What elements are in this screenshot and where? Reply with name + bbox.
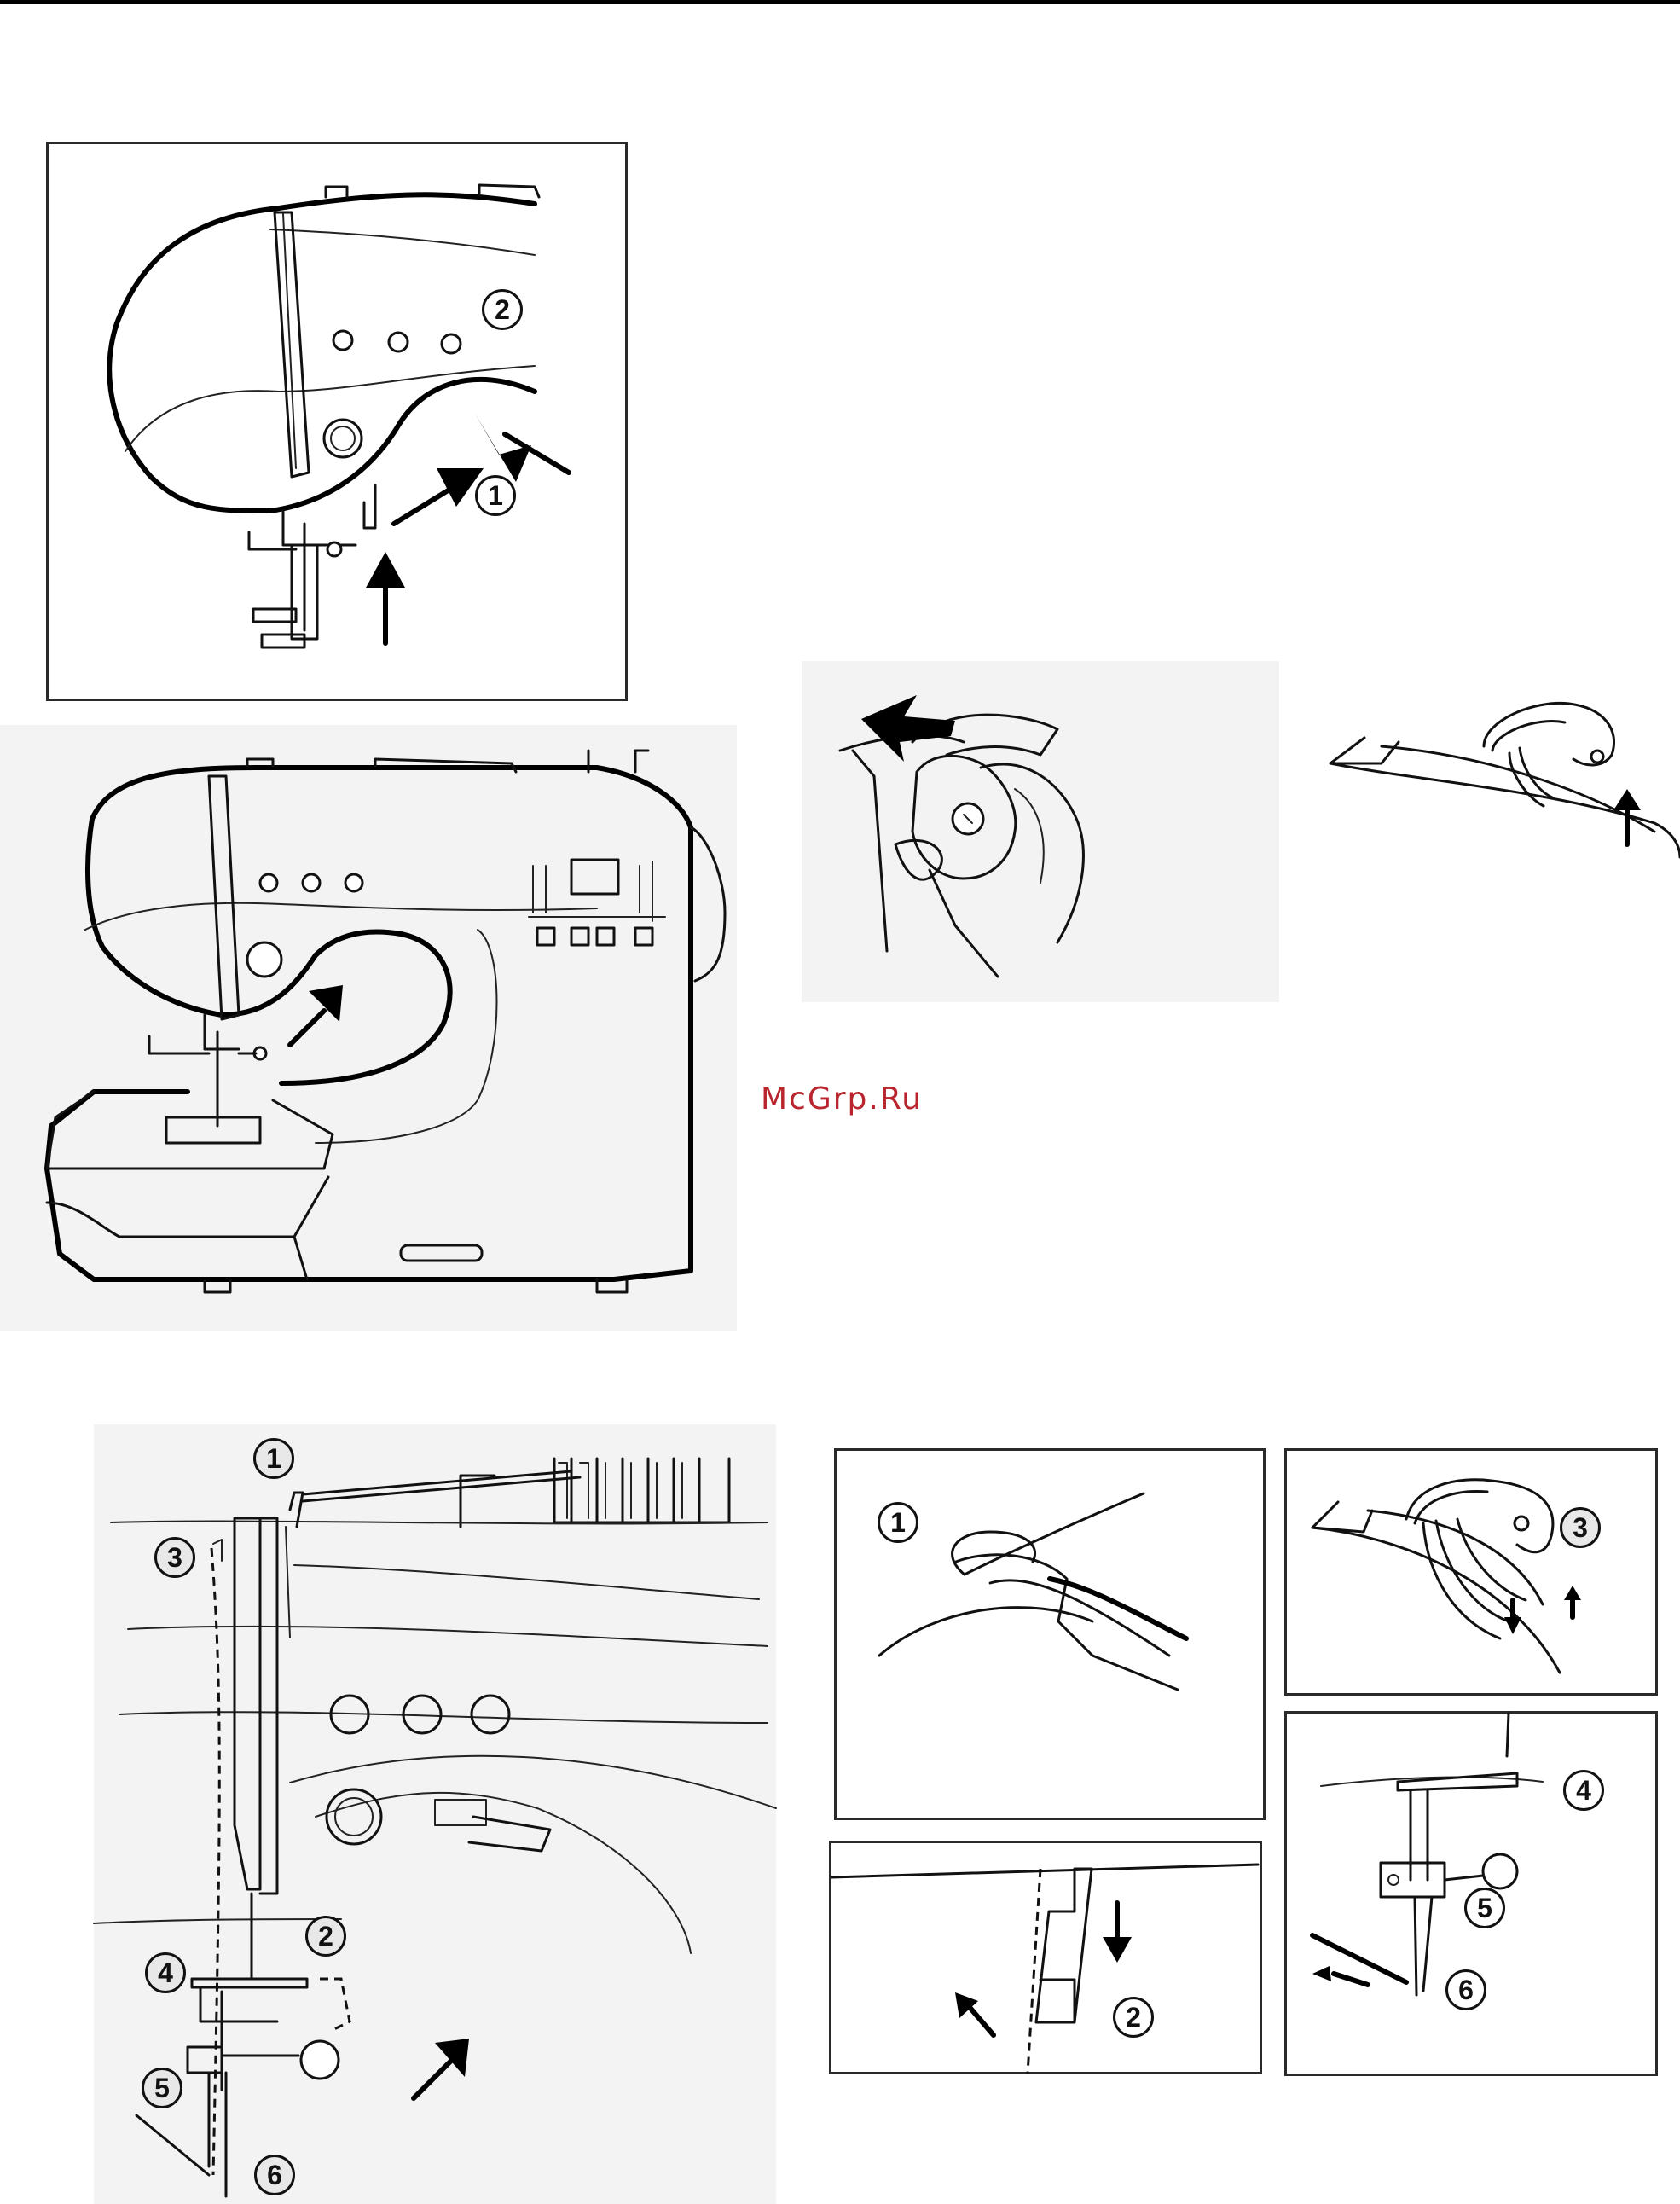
panel-step-1: 1 bbox=[834, 1448, 1266, 1820]
callout-number: 4 bbox=[145, 1952, 186, 1993]
watermark-text: McGrp.Ru bbox=[761, 1082, 923, 1116]
page-top-rule bbox=[0, 0, 1680, 4]
callout-number: 6 bbox=[1445, 1969, 1486, 2010]
callout-number: 5 bbox=[1464, 1888, 1505, 1928]
step-3-drawing bbox=[1287, 1451, 1660, 1698]
callout-number: 2 bbox=[1113, 1997, 1154, 2038]
callout-number: 1 bbox=[475, 475, 516, 516]
callout-number: 3 bbox=[154, 1537, 195, 1578]
callout-number: 2 bbox=[305, 1916, 346, 1957]
callout-number: 1 bbox=[253, 1438, 294, 1479]
callout-number: 4 bbox=[1563, 1770, 1604, 1811]
figure-full-sewing-machine bbox=[0, 725, 737, 1331]
figure-threading-path: 1 2 3 4 5 6 bbox=[94, 1424, 776, 2204]
step-2-drawing bbox=[831, 1843, 1265, 2077]
threading-path-drawing bbox=[94, 1424, 776, 2204]
callout-number: 1 bbox=[878, 1502, 918, 1543]
callout-number: 2 bbox=[482, 289, 523, 330]
sewing-machine-drawing bbox=[0, 725, 737, 1331]
panel-step-3: 3 bbox=[1284, 1448, 1658, 1696]
panel-step-4-5-6: 4 5 6 bbox=[1284, 1711, 1658, 2076]
callout-number: 3 bbox=[1560, 1507, 1601, 1548]
figure-presser-foot-lever: 1 2 bbox=[46, 142, 628, 701]
callout-number: 6 bbox=[254, 2155, 295, 2195]
figure-thread-spool-hand bbox=[802, 661, 1680, 1002]
callout-number: 5 bbox=[142, 2068, 182, 2108]
spool-hand-drawing bbox=[802, 661, 1680, 1002]
machine-head-drawing bbox=[49, 144, 630, 704]
panel-step-2: 2 bbox=[829, 1841, 1262, 2074]
